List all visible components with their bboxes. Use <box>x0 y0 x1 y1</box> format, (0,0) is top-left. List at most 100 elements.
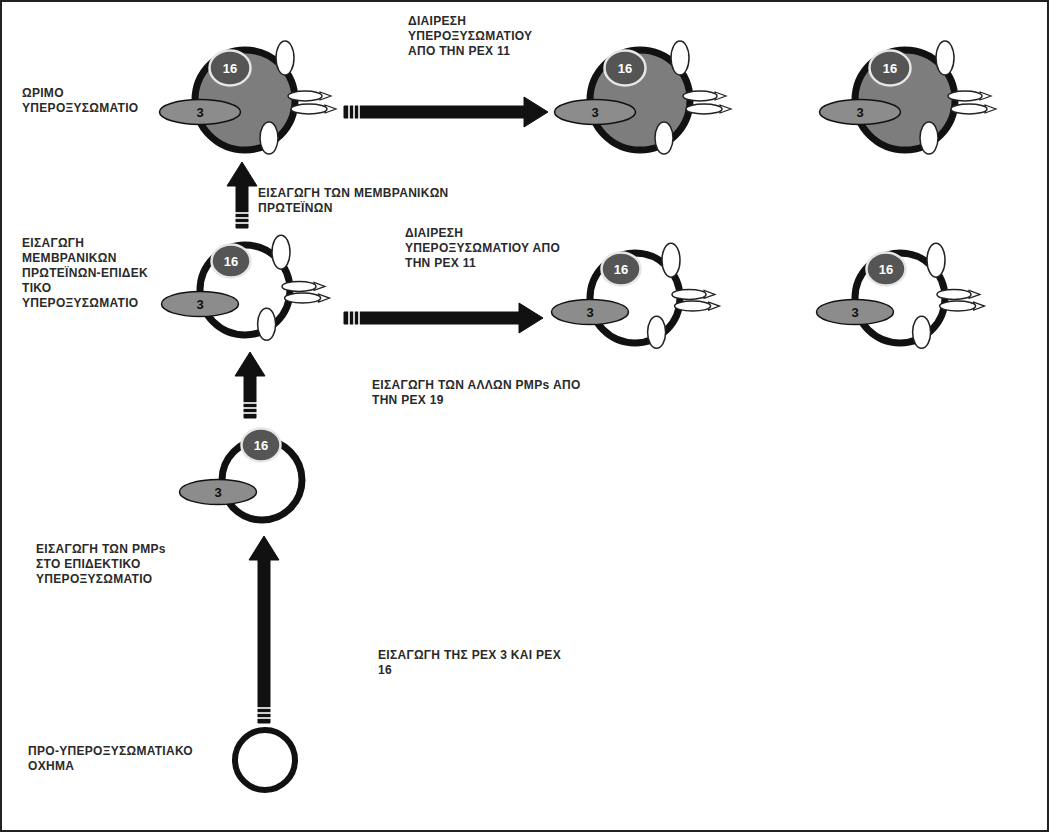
arrow-label: ΕΙΣΑΓΩΓΗ ΤΩΝ ΜΕΜΒΡΑΝΙΚΩΝ ΠΡΩΤΕΪΝΩΝ <box>258 186 468 216</box>
protein-number: 16 <box>254 439 268 452</box>
arrow-stripe <box>243 412 257 414</box>
membrane-protein <box>282 281 316 291</box>
vesicle-membrane <box>235 730 295 790</box>
pex3-ellipse: 3 <box>818 98 902 126</box>
process-arrow-group <box>344 97 548 127</box>
arrow-stripe <box>348 311 350 325</box>
membrane-protein <box>272 235 290 269</box>
arrow-stripe <box>235 222 249 224</box>
pex3-ellipse-shape <box>162 292 239 317</box>
arrow-stripe <box>257 707 271 709</box>
membrane-protein <box>258 308 276 340</box>
pex3-ellipse-shape <box>817 300 894 325</box>
process-arrow <box>227 162 257 228</box>
protein-number: 16 <box>614 263 628 276</box>
pex16-oval: 16 <box>868 49 912 87</box>
pex3-ellipse-shape <box>820 100 901 125</box>
arrow-stripe <box>235 212 249 214</box>
stage-label: ΕΙΣΑΓΩΓΗ ΜΕΜΒΡΑΝΙΚΩΝ ΠΡΩΤΕΪΝΩΝ-ΕΠΙΔΕΚ ΤΙ… <box>22 236 152 311</box>
pex16-oval: 16 <box>600 251 642 287</box>
peroxisome-vesicle: 16 3 <box>545 240 730 358</box>
process-arrow <box>249 536 279 723</box>
protein-number: 3 <box>856 106 863 119</box>
membrane-protein <box>948 91 982 101</box>
vesicle-outline <box>155 232 340 350</box>
process-arrow <box>235 352 265 418</box>
pex16-oval-shape <box>210 51 251 86</box>
membrane-protein <box>936 41 954 75</box>
protein-number: 3 <box>591 106 598 119</box>
membrane-protein <box>940 301 976 311</box>
arrow-stripe <box>235 217 249 219</box>
pex3-ellipse: 3 <box>553 98 637 126</box>
membrane-protein <box>683 91 717 101</box>
protein-number: 16 <box>223 62 237 75</box>
membrane-protein <box>686 104 722 114</box>
arrow-stripe <box>353 105 355 119</box>
peroxisome-vesicle: ΕΙΣΑΓΩΓΗ ΤΩΝ PMPs ΣΤΟ ΕΠΙΔΕΚΤΙΚΟ ΥΠΕΡΟΞΥ… <box>172 422 308 534</box>
process-arrow-group <box>227 162 257 228</box>
pex16-oval: 16 <box>603 49 647 87</box>
membrane-proteins <box>913 243 985 348</box>
pex3-ellipse: 3 <box>550 298 630 326</box>
pex16-oval-shape <box>870 51 911 86</box>
pex16-oval-shape <box>867 253 906 286</box>
protein-number: 16 <box>879 263 893 276</box>
pex3-ellipse: 3 <box>178 478 258 506</box>
membrane-protein <box>675 301 711 311</box>
arrow-stripe <box>353 311 355 325</box>
pex3-ellipse-shape <box>180 480 257 505</box>
stage-label: ΠΡΟ-ΥΠΕΡΟΞΥΣΩΜΑΤΙΑΚΟ ΟΧΗΜΑ <box>28 744 226 774</box>
vesicle-outline <box>810 240 995 358</box>
arrow-stripe <box>358 311 360 325</box>
membrane-protein <box>920 122 938 154</box>
peroxisome-vesicle: ΕΙΣΑΓΩΓΗ ΜΕΜΒΡΑΝΙΚΩΝ ΠΡΩΤΕΪΝΩΝ-ΕΠΙΔΕΚ ΤΙ… <box>155 232 340 350</box>
protein-number: 3 <box>214 486 221 499</box>
pex16-oval-shape <box>602 253 641 286</box>
protein-number: 3 <box>196 298 203 311</box>
protein-number: 3 <box>851 306 858 319</box>
stage-label: ΕΙΣΑΓΩΓΗ ΤΩΝ PMPs ΣΤΟ ΕΠΙΔΕΚΤΙΚΟ ΥΠΕΡΟΞΥ… <box>36 542 170 587</box>
membrane-protein <box>285 293 321 303</box>
membrane-protein <box>662 243 680 277</box>
arrow-stripe <box>358 105 360 119</box>
arrow-stripe <box>348 105 350 119</box>
membrane-protein <box>648 316 666 348</box>
membrane-proteins <box>260 41 336 154</box>
pex16-oval: 16 <box>240 427 282 463</box>
membrane-proteins <box>655 41 731 154</box>
peroxisome-vesicle: 16 3 <box>550 42 735 160</box>
arrow-label: ΔΙΑΙΡΕΣΗ ΥΠΕΡΟΞΥΣΩΜΑΤΙΟΥ ΑΠΟ ΤΗΝ PEX 11 <box>408 14 553 59</box>
membrane-proteins <box>648 243 720 348</box>
arrow-stripe <box>243 402 257 404</box>
peroxisome-vesicle: 16 3 <box>815 42 1000 160</box>
process-arrow <box>344 303 543 333</box>
process-arrow-group <box>235 352 265 418</box>
pex16-oval-shape <box>242 429 281 462</box>
membrane-proteins <box>258 235 330 340</box>
pex3-ellipse: 3 <box>160 290 240 318</box>
vesicle-outline <box>232 727 298 793</box>
pex3-ellipse: 3 <box>815 298 895 326</box>
pex16-oval-shape <box>605 51 646 86</box>
pex16-oval: 16 <box>208 49 252 87</box>
protein-number: 16 <box>883 62 897 75</box>
arrow-label: ΔΙΑΙΡΕΣΗ ΥΠΕΡΟΞΥΣΩΜΑΤΙΟΥ ΑΠΟ ΤΗΝ PEX 11 <box>405 226 585 271</box>
vesicle-outline <box>172 422 308 534</box>
pex3-ellipse-shape <box>160 100 241 125</box>
pex16-oval-shape <box>212 245 251 278</box>
arrow-stripe <box>257 717 271 719</box>
vesicle-outline <box>545 240 730 358</box>
arrow-label: ΕΙΣΑΓΩΓΗ ΤΩΝ ΑΛΛΩΝ PMPs ΑΠΟ ΤΗΝ PEX 19 <box>372 378 602 408</box>
arrow-label: ΕΙΣΑΓΩΓΗ ΤΗΣ PEX 3 ΚΑΙ PEX 16 <box>378 648 573 678</box>
membrane-protein <box>291 104 327 114</box>
arrow-stripe <box>257 712 271 714</box>
membrane-protein <box>260 122 278 154</box>
membrane-protein <box>927 243 945 277</box>
pex16-oval: 16 <box>210 243 252 279</box>
membrane-protein <box>672 289 706 299</box>
pex3-ellipse-shape <box>555 100 636 125</box>
protein-number: 3 <box>196 106 203 119</box>
